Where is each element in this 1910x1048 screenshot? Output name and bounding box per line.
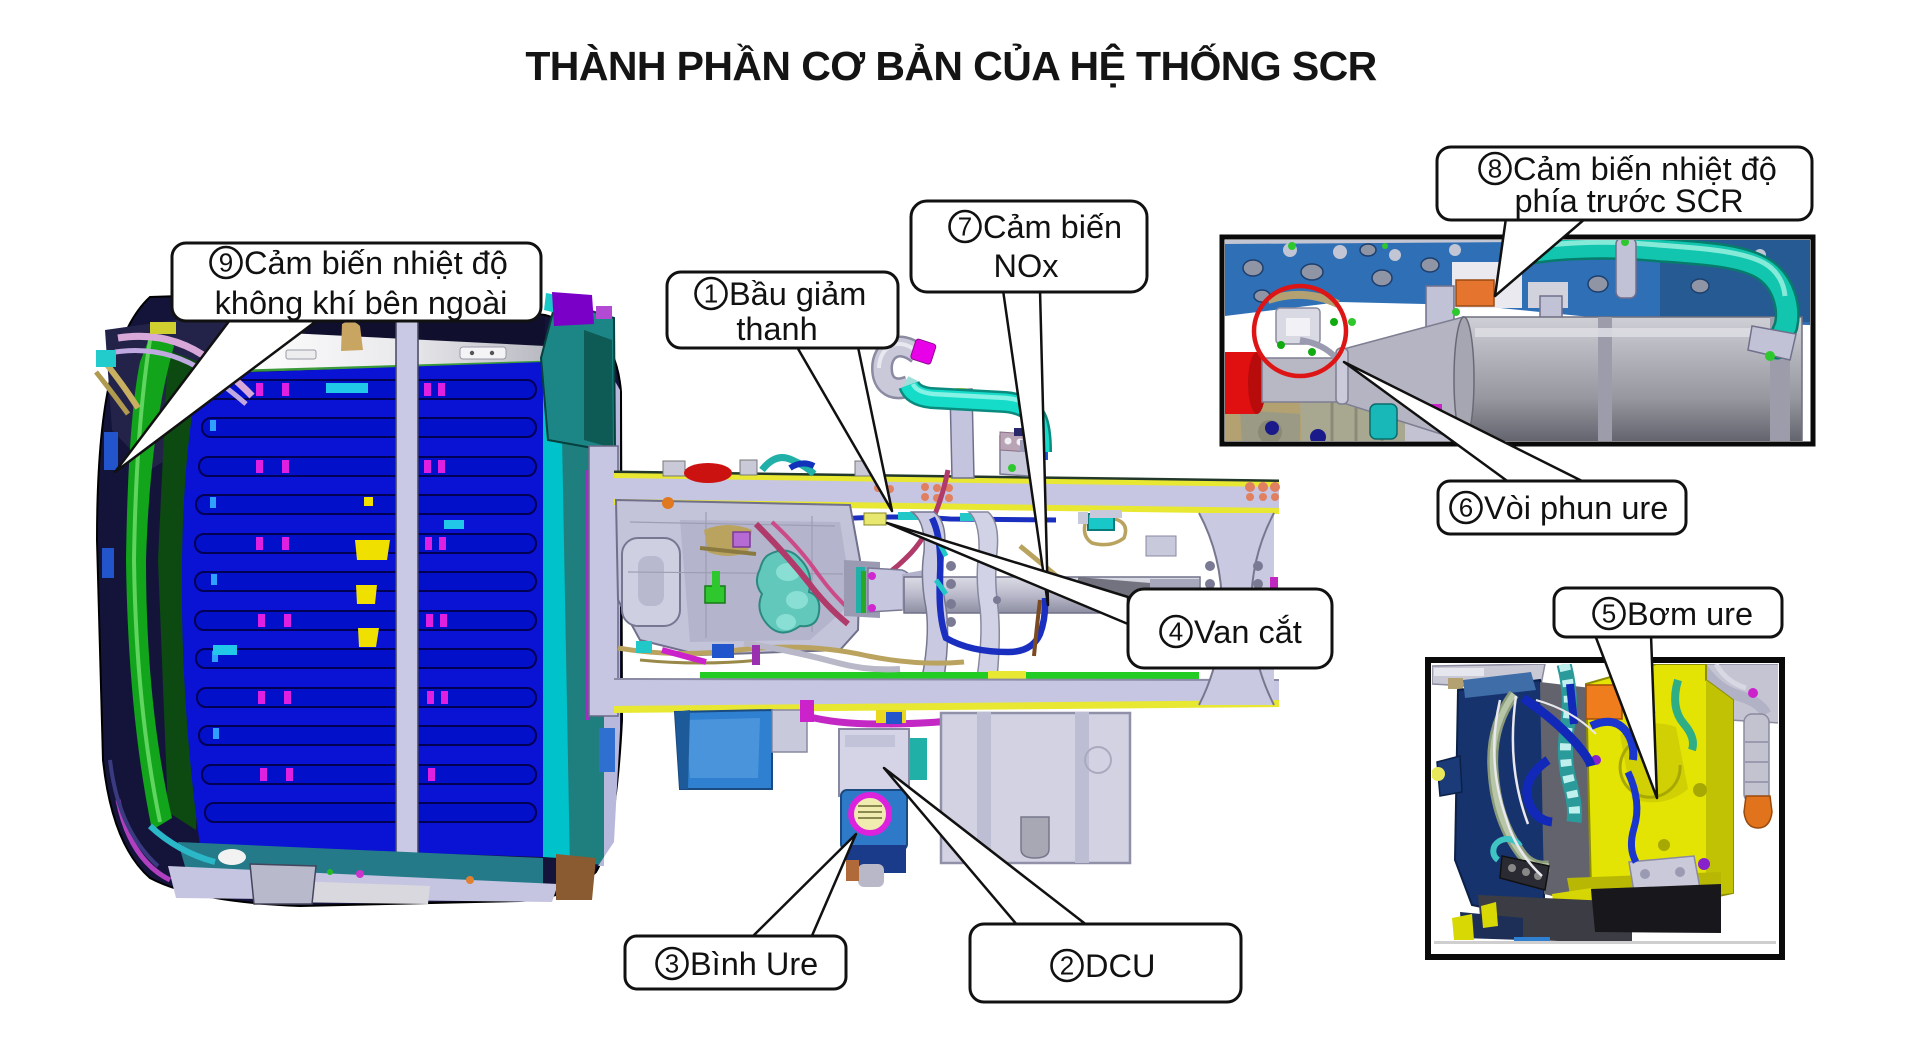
svg-text:2: 2 <box>1060 951 1074 981</box>
svg-text:5: 5 <box>1602 599 1616 629</box>
svg-text:phía trước SCR: phía trước SCR <box>1514 183 1743 219</box>
svg-text:7: 7 <box>958 212 972 242</box>
svg-text:Vòi phun ure: Vòi phun ure <box>1484 490 1668 526</box>
svg-text:Cảm biến nhiệt độ: Cảm biến nhiệt độ <box>244 245 508 281</box>
svg-text:Cảm biến nhiệt độ: Cảm biến nhiệt độ <box>1513 151 1777 187</box>
svg-text:6: 6 <box>1459 493 1473 523</box>
svg-text:THÀNH PHẦN CƠ BẢN CỦA HỆ THỐNG: THÀNH PHẦN CƠ BẢN CỦA HỆ THỐNG SCR <box>525 43 1376 89</box>
svg-text:không khí bên ngoài: không khí bên ngoài <box>215 285 508 321</box>
svg-text:Bầu giảm: Bầu giảm <box>729 276 866 312</box>
svg-text:4: 4 <box>1169 617 1183 647</box>
svg-text:DCU: DCU <box>1085 948 1155 984</box>
svg-text:Bình Ure: Bình Ure <box>690 946 818 982</box>
svg-text:9: 9 <box>219 248 233 278</box>
svg-text:NOx: NOx <box>994 248 1059 284</box>
svg-text:3: 3 <box>665 949 679 979</box>
svg-text:1: 1 <box>704 279 718 309</box>
svg-text:Bơm ure: Bơm ure <box>1627 596 1753 632</box>
svg-text:Cảm biến: Cảm biến <box>983 209 1122 245</box>
svg-text:Van cắt: Van cắt <box>1194 613 1302 650</box>
svg-text:8: 8 <box>1488 154 1502 184</box>
svg-text:thanh: thanh <box>736 311 817 347</box>
